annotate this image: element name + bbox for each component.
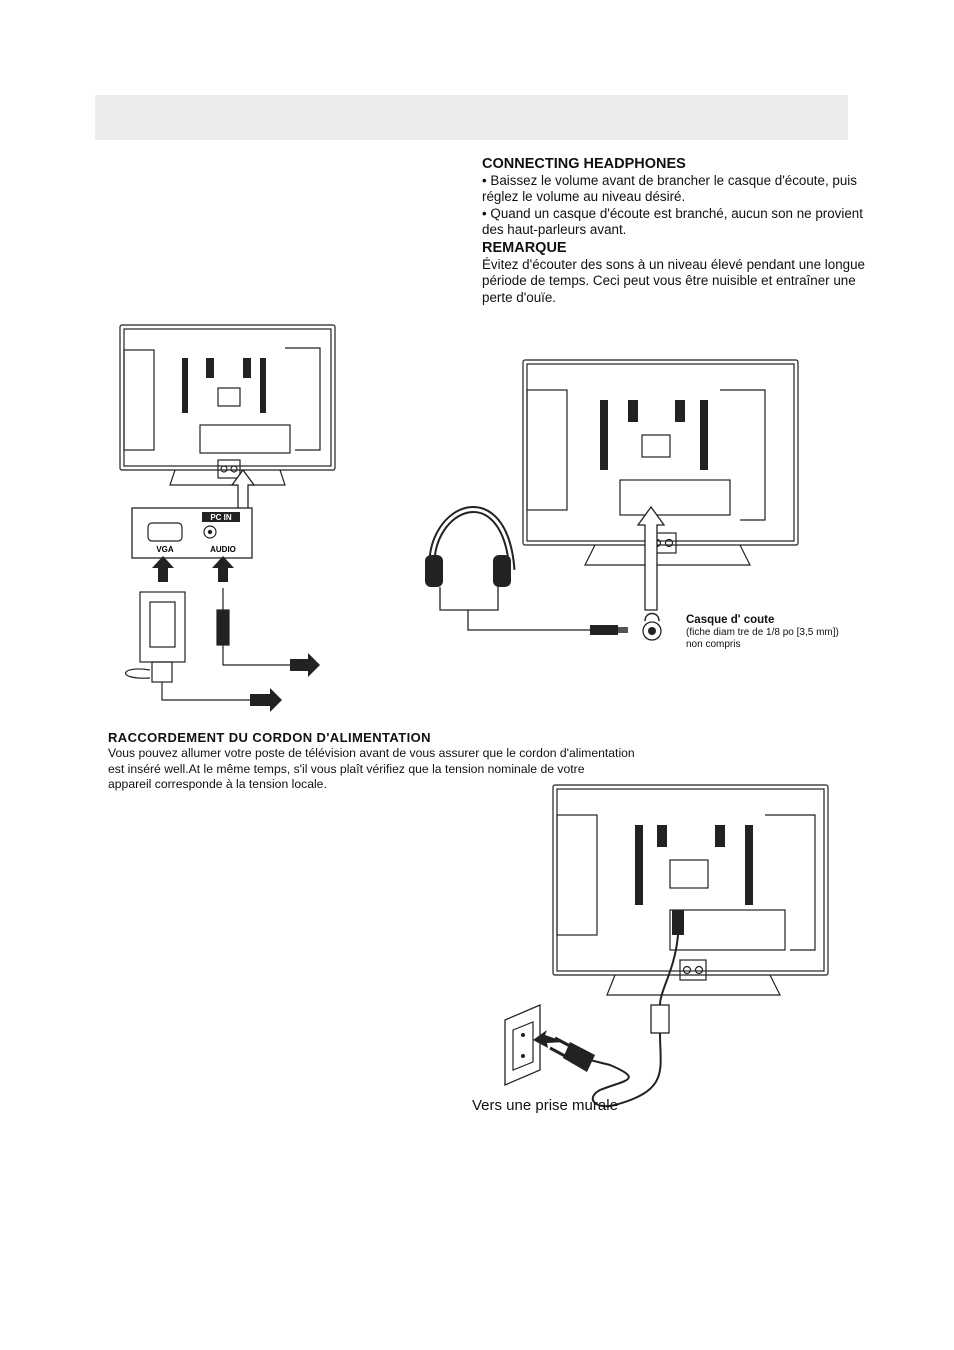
casque-line-1: (fiche diam tre de 1/8 po [3,5 mm]) <box>686 627 839 638</box>
power-line-3: appareil corresponde à la tension locale… <box>108 777 327 791</box>
power-connection-diagram <box>504 784 829 1108</box>
headphone-connection-diagram <box>425 359 799 641</box>
note-text: Évitez d'écouter des sons à un niveau él… <box>482 257 865 305</box>
casque-caption: Casque d' coute (fiche diam tre de 1/8 p… <box>686 614 906 651</box>
power-plug <box>563 1042 595 1072</box>
headphone-jack-icon <box>644 612 660 622</box>
vga-plug <box>125 591 250 701</box>
header-band <box>95 95 848 140</box>
casque-title: Casque d' coute <box>686 614 775 626</box>
tv-back-headphones <box>522 359 799 546</box>
headphones-title: CONNECTING HEADPHONES <box>482 156 686 172</box>
headphones-bullet-1: • Baissez le volume avant de brancher le… <box>482 173 857 205</box>
power-cord-connector <box>672 910 684 935</box>
pc-connection-diagram: PC IN VGA AUDIO <box>119 324 336 712</box>
pc-in-label: PC IN <box>210 513 232 522</box>
power-section: RACCORDEMENT DU CORDON D'ALIMENTATION Vo… <box>108 729 748 793</box>
power-line-1: Vous pouvez allumer votre poste de télév… <box>108 746 635 760</box>
audio-plug <box>216 588 290 666</box>
headphones-bullet-2: • Quand un casque d'écoute est branché, … <box>482 205 863 237</box>
outlet-caption: Vers une prise murale <box>472 1097 618 1114</box>
tv-back-pc <box>119 324 336 471</box>
power-line-2: est inséré well.At le même temps, s'il v… <box>108 761 585 776</box>
vga-port <box>147 522 183 542</box>
power-title: RACCORDEMENT DU CORDON D'ALIMENTATION <box>108 730 431 745</box>
headphones-section: CONNECTING HEADPHONES • Baissez le volum… <box>482 156 872 306</box>
vga-label: VGA <box>156 545 174 554</box>
casque-line-2: non compris <box>686 639 741 650</box>
headphones-icon <box>425 506 628 635</box>
tv-back-power <box>552 784 829 976</box>
note-title: REMARQUE <box>482 240 567 257</box>
audio-label: AUDIO <box>210 545 236 554</box>
